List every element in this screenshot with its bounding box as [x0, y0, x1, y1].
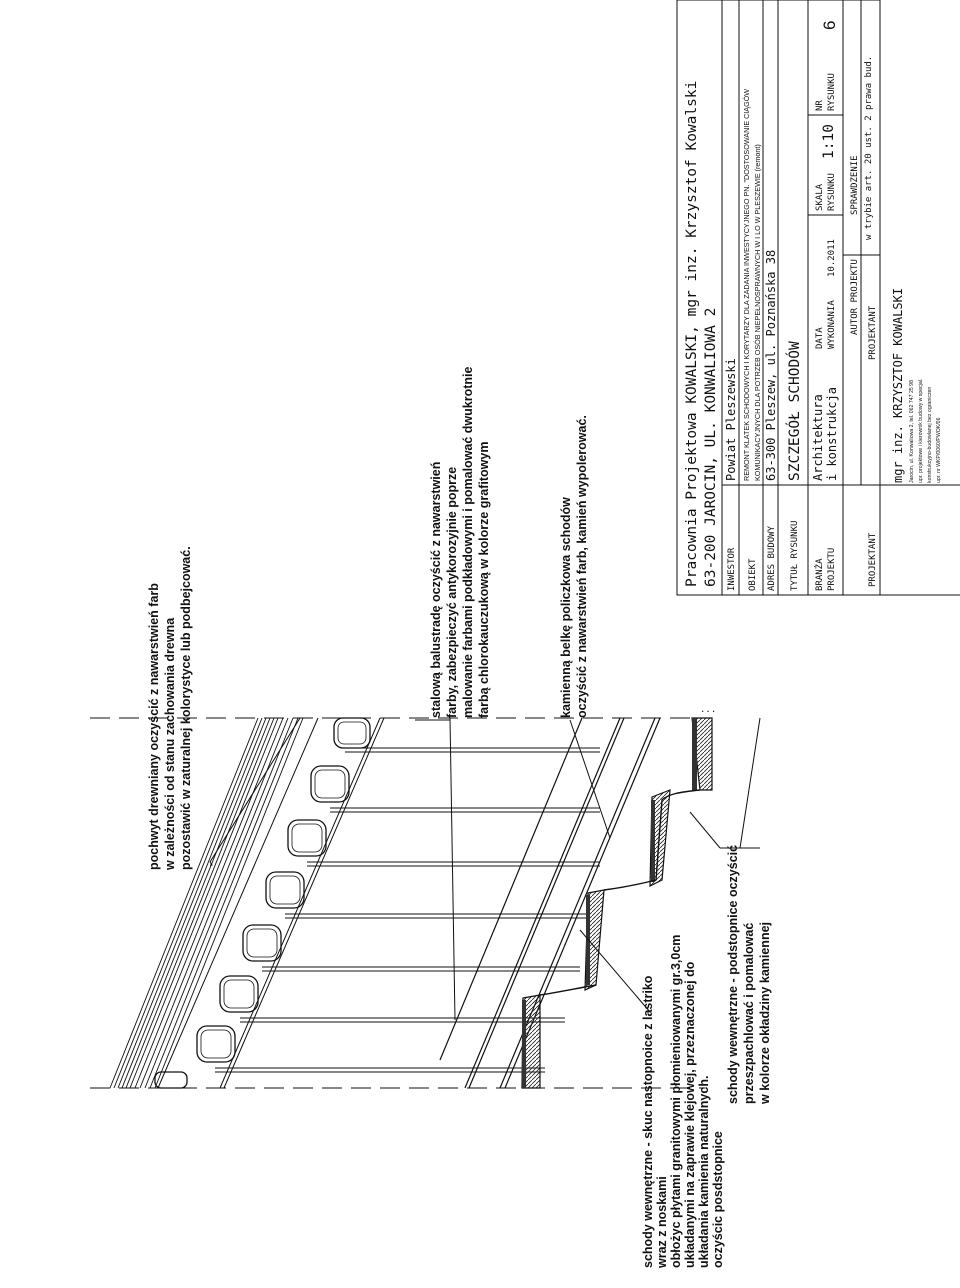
address-label: ADRES BUDOWY	[767, 525, 777, 591]
date-value: 10.2011	[827, 239, 837, 277]
branch-label: BRANŻA	[814, 558, 825, 591]
drawing-title-value: SZCZEGÓŁ SCHODÓW	[785, 341, 803, 481]
stamp-line: upr. projektowe i kierownik budowy w spe…	[918, 379, 924, 483]
stamp-name: mgr inz. KRZYSZTOF KOWALSKI	[891, 288, 905, 483]
scale-label: RYSUNKU	[827, 173, 837, 211]
note-risers-line: przeszpachlować i pomalować	[742, 923, 756, 1104]
office-name: Pracownia Projektowa KOWALSKI, mgr inz. …	[684, 81, 700, 587]
checked-label: SPRAWDZENIE	[850, 155, 860, 215]
branch-value: i konstrukcja	[825, 387, 839, 481]
branch-label: PROJEKTU	[827, 548, 837, 591]
note-treads-line: obłożyc płytami granitowymi płomieniowan…	[669, 935, 683, 1268]
stamp-line: upr. nr WKP/0060/PWOK/06	[936, 417, 942, 483]
note-treads-line: układanymi na zaprawie klejowej, przezna…	[683, 961, 697, 1268]
title-block-frame	[676, 0, 960, 596]
note-treads: schody wewnętrzne - skuc nastopnoice z l…	[641, 935, 725, 1269]
number-value: 6	[820, 21, 839, 30]
note-risers-line: w kolorze okładziny kamiennej	[758, 922, 772, 1105]
scale-value: 1:10	[821, 124, 837, 159]
note-handrail: pochwyt drewniany oczyścić z nawarstwień…	[147, 546, 193, 871]
note-risers-line: schody wewnętrzne - podstopnice oczyścić	[726, 845, 740, 1104]
note-handrail-line: pozostawić w zaturalnej kolorystyce lub …	[179, 546, 193, 870]
stamp-line: konstrukcyjno-budowlanej bez ograniczen	[927, 387, 933, 483]
ornament-band	[157, 717, 385, 1089]
break-mark: ...	[700, 705, 716, 715]
ornament-panels	[154, 717, 371, 1089]
note-treads-line: schody wewnętrzne - skuc nastopnoice z l…	[641, 975, 655, 1268]
scale-label: SKALA	[815, 183, 825, 211]
note-stringer-line: kamienną belkę policzkowa schodów	[559, 497, 573, 718]
leader-lines	[209, 717, 761, 1021]
office-address: 63-200 JAROCIN, UL. KONWALIOWA 2	[703, 308, 719, 587]
note-treads-line: układania kamienia naturalnych.	[697, 1076, 711, 1268]
note-stringer: kamienną belkę policzkowa schodów oczyśc…	[559, 415, 589, 718]
object-label: OBIEKT	[748, 558, 758, 591]
number-label: NR	[815, 100, 825, 111]
drawing-title-label: TYTUŁ RYSUNKU	[790, 521, 800, 591]
branch-value: Architektura	[811, 394, 825, 481]
title-block: Pracownia Projektowa KOWALSKI, mgr inz. …	[676, 0, 960, 596]
author-label: AUTOR PROJEKTU	[850, 259, 860, 335]
note-balustrade-line: farby, zabezpieczyć antykorozyjnie poprz…	[445, 467, 459, 718]
note-balustrade-line: stalową balustradę oczyścić z nawarstwie…	[429, 462, 443, 718]
number-label: RYSUNKU	[827, 73, 837, 111]
note-handrail-line: pochwyt drewniany oczyścić z nawarstwień…	[147, 583, 161, 870]
stamp-line: Jarocin, ul. Konwaliowa 2, tel. 062 747 …	[909, 380, 915, 483]
note-balustrade-line: farbą chlorokauczukową w kolorze grafito…	[477, 442, 491, 718]
date-label: DATA	[815, 327, 825, 349]
object-value-line2: KOMUNIKACYJNYCH DLA POTRZEB OSÓB NIEPEŁN…	[753, 144, 762, 481]
note-balustrade-line: malowanie farbami podkładowymi i pomalow…	[461, 366, 475, 718]
designer-label-left: PROJEKTANT	[868, 532, 878, 587]
investor-value: Powiat Pleszewski	[724, 358, 738, 481]
date-label: WYKONANIA	[827, 300, 837, 349]
stone-stringer	[439, 717, 661, 1089]
designer-label-right: PROJEKTANT	[868, 305, 878, 360]
investor-label: INWESTOR	[727, 547, 737, 591]
note-treads-line: wraz z noskami	[655, 1176, 669, 1269]
object-value-line1: REMONT KLATEK SCHODOWYCH I KORYTARZY DLA…	[742, 89, 751, 481]
handrail	[109, 717, 304, 1089]
note-stringer-line: oczyścić z nawarstwień farb, kamień wypo…	[575, 415, 589, 718]
note-treads-line: oczyścic posdstopnice	[711, 1131, 725, 1268]
note-balustrade: stalową balustradę oczyścić z nawarstwie…	[429, 366, 491, 718]
note-handrail-line: w zależności od stanu zachowania drewna	[163, 617, 177, 871]
balusters	[215, 747, 600, 1073]
address-value: 63-300 Pleszew, ul. Poznańska 38	[764, 250, 778, 481]
note-risers: schody wewnętrzne - podstopnice oczyścić…	[726, 845, 772, 1105]
checked-value: w trybie art. 20 ust. 2 prawa bud.	[864, 56, 874, 240]
